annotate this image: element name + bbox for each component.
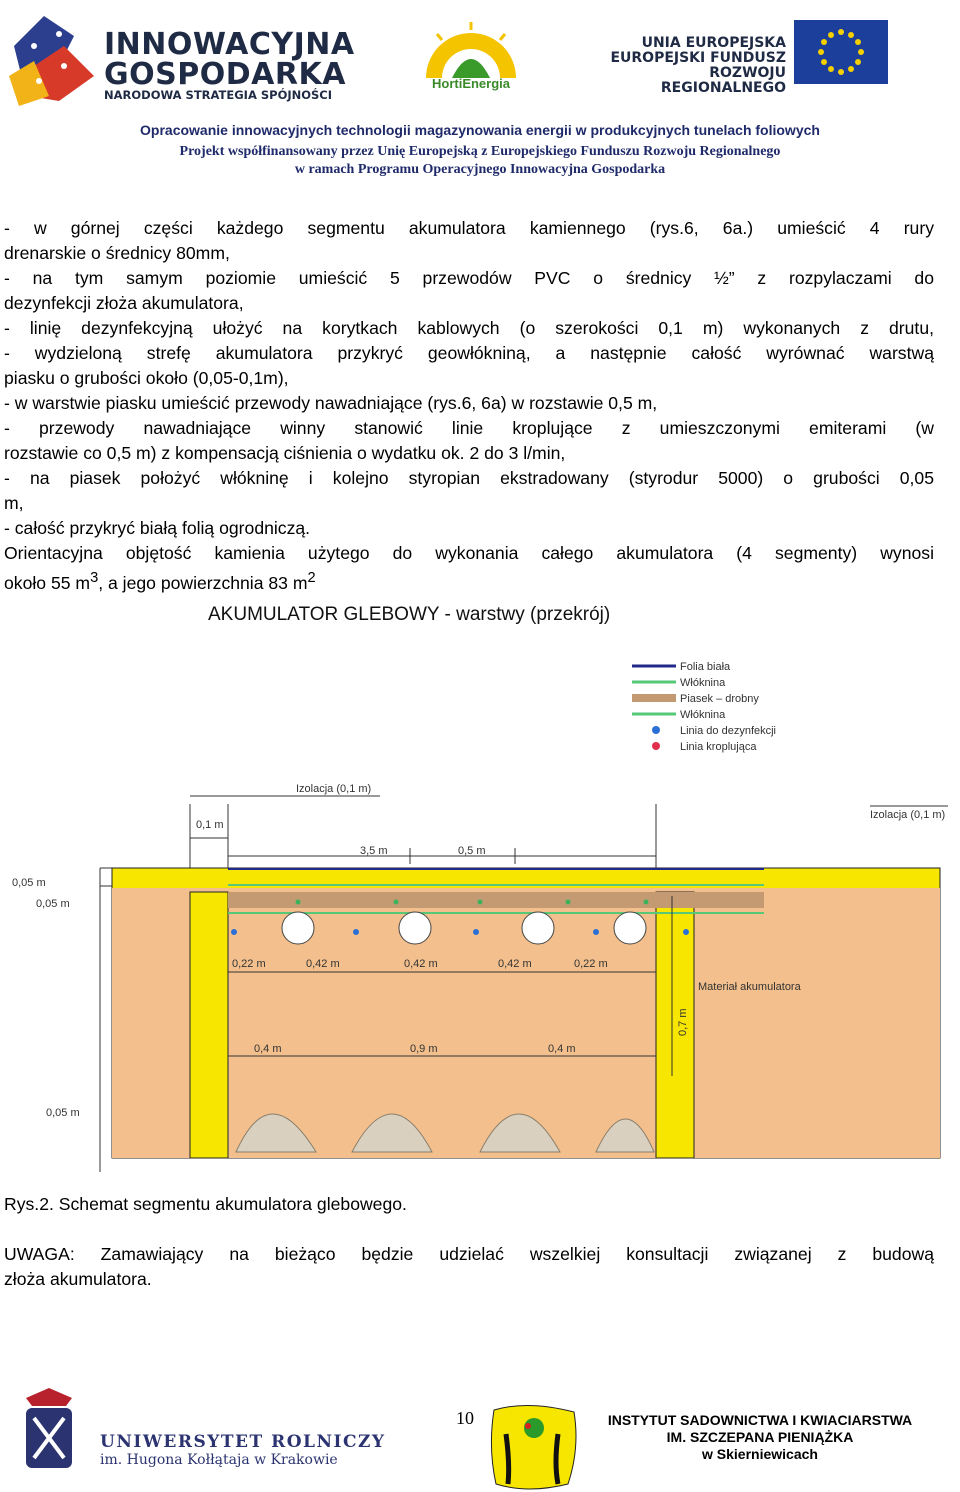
project-title: Opracowanie innowacyjnych technologii ma…: [140, 122, 820, 138]
logo-subtitle: NARODOWA STRATEGIA SPÓJNOŚCI: [104, 88, 333, 102]
logo-title: INNOWACYJNA GOSPODARKA: [104, 27, 355, 92]
star-emblem-icon: [9, 16, 94, 106]
drain-pipe: [281, 911, 315, 945]
legend-label: Włóknina: [680, 709, 726, 721]
dim-label: 0,4 m: [548, 1043, 576, 1055]
university-logo: [4, 1388, 414, 1472]
text-line: - na tym samym poziomie umieścić 5 przew…: [4, 268, 934, 288]
dim-label: 0,7 m: [677, 1008, 689, 1036]
drip-line-icon: [652, 742, 660, 750]
dim-label: 0,4 m: [254, 1043, 282, 1055]
note-line: UWAGA: Zamawiający na bieżąco będzie udz…: [4, 1244, 934, 1264]
hortienergia-name: HortiEnergia: [431, 76, 510, 91]
text-line: - w górnej części każdego segmentu akumu…: [4, 218, 934, 238]
text-line: - przewody nawadniające winny stanowić l…: [4, 418, 934, 438]
insulation-post-left: [189, 891, 229, 1159]
stone-heap: [595, 1118, 655, 1153]
text-line: dezynfekcji złoża akumulatora,: [4, 293, 244, 313]
dim-label: 0,42 m: [498, 958, 532, 970]
text-line: - całość przykryć białą folią ogrodniczą…: [4, 518, 311, 538]
eu-logo: UNIA EUROPEJSKA EUROPEJSKI FUNDUSZ ROZWO…: [596, 6, 890, 96]
fleece-layer-bottom: [228, 912, 764, 914]
eu-text: UNIA EUROPEJSKA EUROPEJSKI FUNDUSZ ROZWO…: [610, 35, 786, 96]
stone-heap: [351, 1113, 433, 1153]
institute-logo-icon: [490, 1405, 577, 1490]
text-line: - wydzieloną strefę akumulatora przykryć…: [4, 343, 934, 363]
project-funding: Projekt współfinansowany przez Unię Euro…: [179, 144, 781, 159]
university-name: UNIWERSYTET ROLNICZY: [100, 1432, 386, 1452]
legend-label: Folia biała: [680, 661, 731, 673]
dim-label: 0,22 m: [232, 958, 266, 970]
innowacyjna-gospodarka-logo: [4, 6, 354, 110]
note: UWAGA: Zamawiający na bieżąco będzie udz…: [4, 1242, 934, 1292]
stone-heap: [235, 1113, 317, 1153]
eu-flag-icon: [794, 20, 888, 84]
insulation-post-right: [655, 891, 695, 1159]
dim-label: 0,05 m: [12, 877, 46, 889]
volume-line: około 55 m3, a jego powierzchnia 83 m2: [4, 570, 316, 593]
diagram-title: AKUMULATOR GLEBOWY - warstwy (przekrój): [208, 604, 610, 625]
dim-label: 0,42 m: [404, 958, 438, 970]
page-number: 10: [456, 1408, 474, 1428]
fleece-layer-top: [228, 884, 764, 886]
legend-label: Piasek – drobny: [680, 693, 759, 705]
project-programme: w ramach Programu Operacyjnego Innowacyj…: [294, 162, 666, 177]
text-line: Orientacyjna objętość kamienia użytego d…: [4, 543, 934, 563]
izolacja-right-label: Izolacja (0,1 m): [870, 809, 945, 821]
dim-label: 0,22 m: [574, 958, 608, 970]
text-line: rozstawie co 0,5 m) z kompensacją ciśnie…: [4, 443, 566, 463]
text-line: drenarskie o średnicy 80mm,: [4, 243, 230, 263]
body-text: - w górnej części każdego segmentu akumu…: [4, 216, 934, 596]
dim-label: 0,1 m: [196, 819, 224, 831]
accumulator-diagram: AKUMULATOR GLEBOWY - warstwy (przekrój) …: [0, 596, 960, 1172]
legend-label: Włóknina: [680, 677, 726, 689]
izolacja-left-label: Izolacja (0,1 m): [296, 783, 371, 795]
text-line: - w warstwie piasku umieścić przewody na…: [4, 393, 658, 413]
stone-heap: [479, 1113, 561, 1153]
dim-label: 3,5 m: [360, 845, 388, 857]
white-foil-layer: [228, 868, 764, 870]
drain-pipe: [398, 911, 432, 945]
material-label: Materiał akumulatora: [698, 981, 802, 993]
institute-name: INSTYTUT SADOWNICTWA I KWIACIARSTWA IM. …: [607, 1412, 913, 1462]
dim-label: 0,05 m: [36, 898, 70, 910]
text-line: - na piasek położyć włókninę i kolejno s…: [4, 468, 934, 488]
figure-caption: Rys.2. Schemat segmentu akumulatora gleb…: [4, 1194, 407, 1214]
legend-label: Linia do dezynfekcji: [680, 725, 776, 737]
drain-pipe: [521, 911, 555, 945]
legend-label: Linia kroplująca: [680, 741, 757, 753]
text-line: m,: [4, 493, 24, 513]
legend-swatch-piasek: [632, 694, 676, 702]
text-line: - linię dezynfekcyjną ułożyć na korytkac…: [4, 318, 934, 338]
accumulator-material-left: [112, 888, 190, 1158]
sun-icon: [426, 22, 516, 78]
sand-layer: [228, 892, 764, 908]
dim-label: 0,5 m: [458, 845, 486, 857]
disinfection-line-icon: [652, 726, 660, 734]
university-subtitle: im. Hugona Kołłątaja w Krakowie: [100, 1452, 338, 1468]
text-line: piasku o grubości około (0,05-0,1m),: [4, 368, 289, 388]
note-line: złoża akumulatora.: [4, 1269, 152, 1289]
hortienergia-logo: HortiEnergia: [412, 20, 530, 98]
dim-label: 0,9 m: [410, 1043, 438, 1055]
accumulator-material: [190, 888, 940, 1158]
legend: Folia biała Włóknina Piasek – drobny Włó…: [632, 661, 776, 753]
drain-pipe: [613, 911, 647, 945]
dim-label: 0,05 m: [46, 1107, 80, 1119]
dim-label: 0,42 m: [306, 958, 340, 970]
crest-icon: [26, 1388, 72, 1468]
